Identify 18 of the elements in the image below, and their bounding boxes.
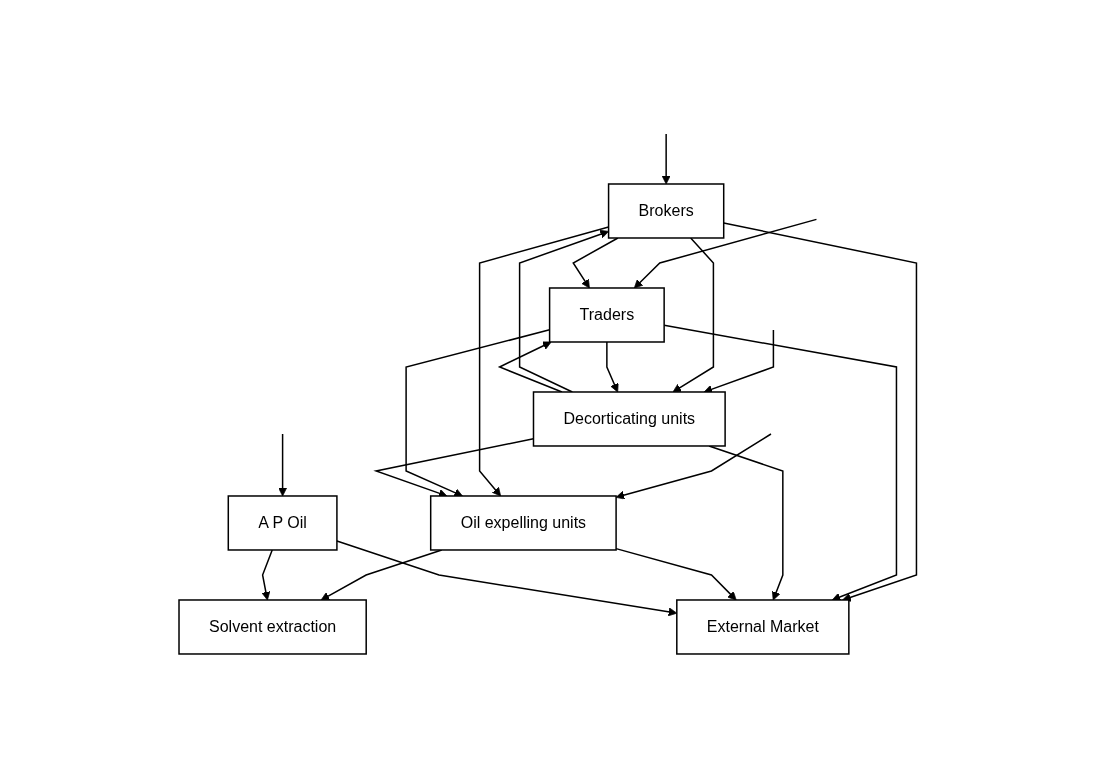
arrow — [661, 133, 671, 185]
arrow — [615, 547, 737, 601]
arrow — [672, 237, 714, 393]
node-box: External Market — [675, 599, 850, 655]
node-box: Decorticating units — [532, 391, 726, 447]
node-box: Oil expelling units — [429, 495, 617, 551]
node-box: A P Oil — [227, 495, 338, 551]
arrow — [615, 433, 772, 500]
arrow — [518, 229, 609, 393]
arrow — [277, 433, 287, 497]
arrow — [708, 445, 784, 601]
node-box: Solvent extraction — [178, 599, 367, 655]
arrow — [261, 549, 273, 601]
node-box: Brokers — [607, 183, 725, 239]
arrow — [633, 218, 817, 289]
arrow — [605, 341, 619, 393]
node-box: Traders — [548, 287, 665, 343]
arrow — [571, 237, 619, 289]
